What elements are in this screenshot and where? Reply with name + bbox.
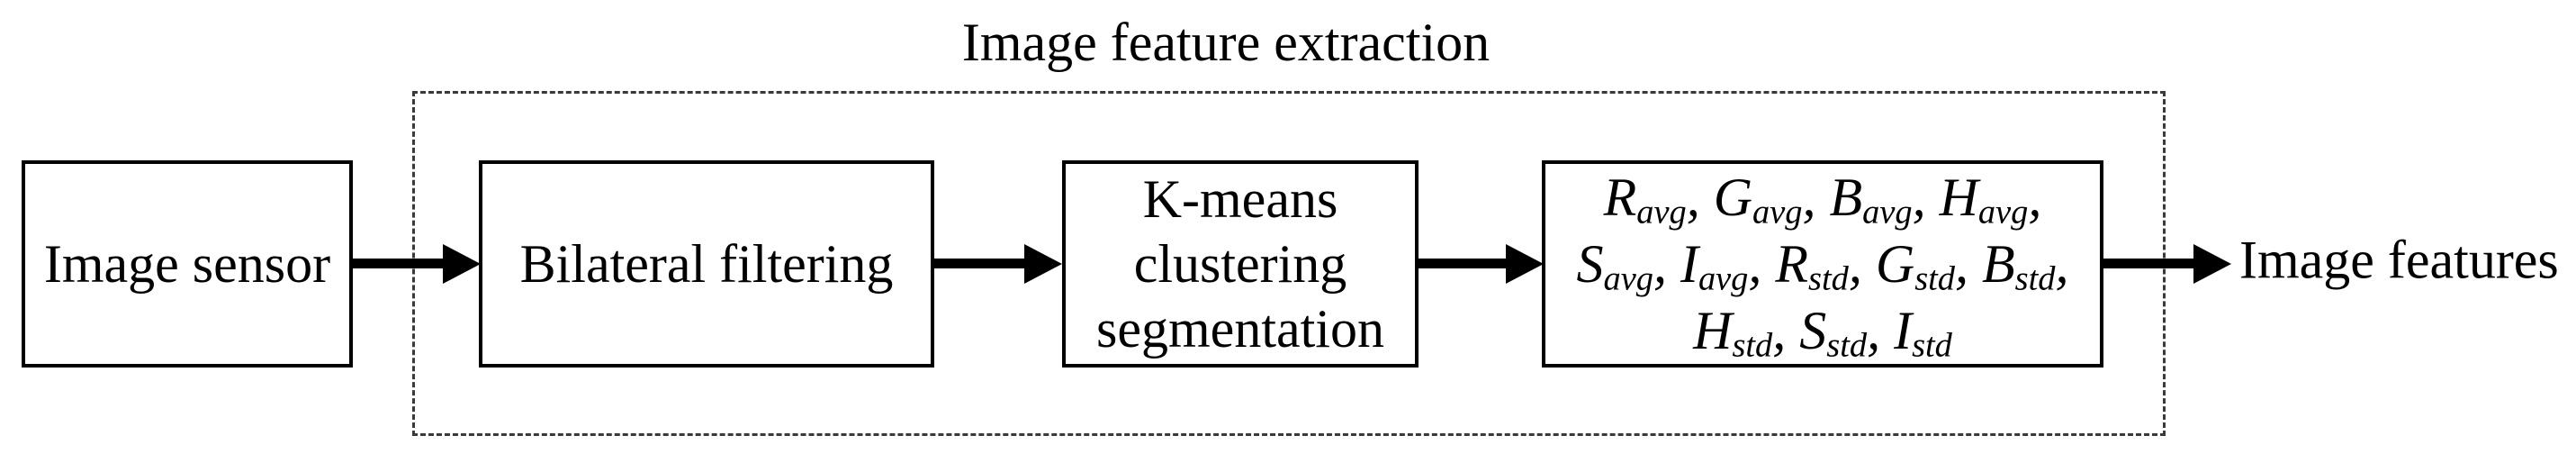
arrow-head-sensor-to-bilateral — [443, 244, 481, 284]
output-label-image-features: Image features — [2239, 230, 2559, 290]
group-title-image-feature-extraction: Image feature extraction — [961, 13, 1491, 72]
arrow-shaft-sensor-to-bilateral — [351, 259, 445, 268]
arrow-head-features-to-output — [2193, 244, 2231, 284]
node-kmeans-clustering-segmentation: K-means clustering segmentation — [1062, 160, 1419, 368]
feature-variables-line: Ravg, Gavg, Bavg, Havg, — [1603, 168, 2042, 231]
node-image-sensor-label: Image sensor — [43, 234, 331, 294]
node-feature-variables-label: Ravg, Gavg, Bavg, Havg,Savg, Iavg, Rstd,… — [1577, 164, 2069, 364]
node-feature-variables: Ravg, Gavg, Bavg, Havg,Savg, Iavg, Rstd,… — [1542, 160, 2103, 368]
node-image-sensor: Image sensor — [22, 160, 353, 368]
arrow-head-bilateral-to-kmeans — [1024, 244, 1062, 284]
node-bilateral-filtering: Bilateral filtering — [479, 160, 934, 368]
arrow-shaft-kmeans-to-features — [1415, 259, 1508, 268]
feature-variables-line: Hstd, Sstd, Istd — [1693, 301, 1952, 365]
arrow-shaft-bilateral-to-kmeans — [931, 259, 1026, 268]
node-kmeans-clustering-segmentation-label: K-means clustering segmentation — [1096, 169, 1384, 359]
node-bilateral-filtering-label: Bilateral filtering — [519, 234, 894, 294]
feature-variables-line: Savg, Iavg, Rstd, Gstd, Bstd, — [1576, 234, 2069, 298]
arrow-head-kmeans-to-features — [1506, 244, 1544, 284]
arrow-shaft-features-to-output — [2100, 259, 2195, 268]
